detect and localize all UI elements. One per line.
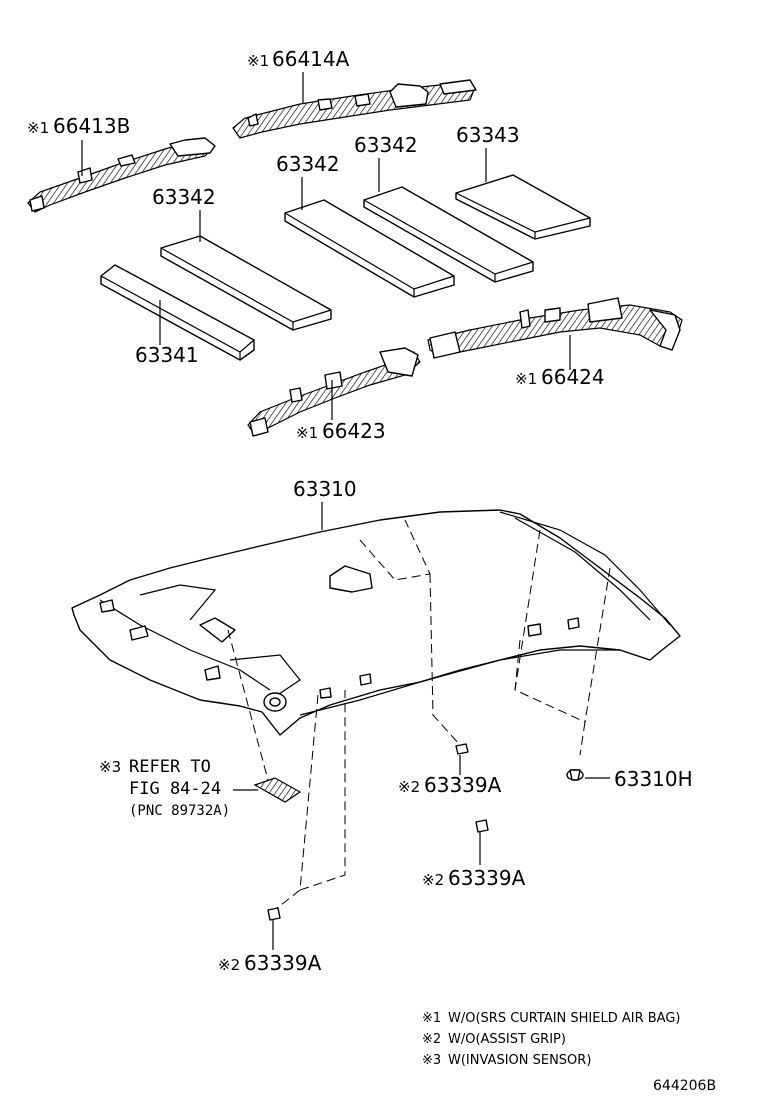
clip-63339A-middle — [455, 743, 469, 755]
label-63343: 63343 — [456, 123, 520, 147]
label-63339A-right: 63339A — [448, 866, 526, 890]
figure-code: 644206B — [653, 1078, 716, 1094]
pad-63343 — [455, 174, 591, 240]
mark-63339A-right: ※2 — [422, 871, 444, 889]
mark-66424: ※1 — [515, 370, 537, 388]
label-leaders — [81, 72, 610, 950]
label-63310: 63310 — [293, 477, 357, 501]
note-mark-1: ※1 — [422, 1011, 441, 1026]
bracket-66414A — [232, 79, 477, 139]
mark-63339A-middle: ※2 — [398, 778, 420, 796]
mark-66413B: ※1 — [27, 119, 49, 137]
label-63342-middle: 63342 — [276, 152, 340, 176]
mark-refer: ※3 — [99, 758, 121, 776]
mark-66414A: ※1 — [247, 52, 269, 70]
refer-line-3: (PNC 89732A) — [129, 803, 230, 819]
note-3: W(INVASION SENSOR) — [448, 1053, 591, 1068]
note-mark-2: ※2 — [422, 1032, 441, 1047]
clip-63339A-right — [475, 819, 489, 833]
mark-66423: ※1 — [296, 424, 318, 442]
headliner-63310 — [71, 509, 681, 736]
label-63342-left: 63342 — [152, 185, 216, 209]
label-66423: 66423 — [322, 419, 386, 443]
pad-63342-middle — [284, 199, 455, 298]
note-2: W/O(ASSIST GRIP) — [448, 1032, 566, 1047]
pad-63342-right — [363, 186, 534, 283]
note-mark-3: ※3 — [422, 1053, 441, 1068]
clip-63339A-left — [267, 907, 281, 921]
sensor-invasion — [253, 777, 302, 803]
label-66424: 66424 — [541, 365, 605, 389]
note-1: W/O(SRS CURTAIN SHIELD AIR BAG) — [448, 1011, 680, 1026]
mark-63339A-left: ※2 — [218, 956, 240, 974]
label-63339A-left: 63339A — [244, 951, 322, 975]
refer-line-1: REFER TO — [129, 757, 211, 777]
bracket-66413B — [27, 137, 216, 213]
pad-63341 — [100, 264, 255, 361]
clip-63310H — [566, 769, 584, 781]
label-63339A-middle: 63339A — [424, 773, 502, 797]
bracket-66424 — [427, 297, 683, 359]
label-63341: 63341 — [135, 343, 199, 367]
label-63342-right: 63342 — [354, 133, 418, 157]
refer-line-2: FIG 84-24 — [129, 779, 221, 799]
label-66414A: 66414A — [272, 47, 350, 71]
bracket-66423 — [247, 347, 421, 437]
leader-lines — [227, 519, 611, 913]
label-63310H: 63310H — [614, 767, 693, 791]
label-66413B: 66413B — [53, 114, 130, 138]
